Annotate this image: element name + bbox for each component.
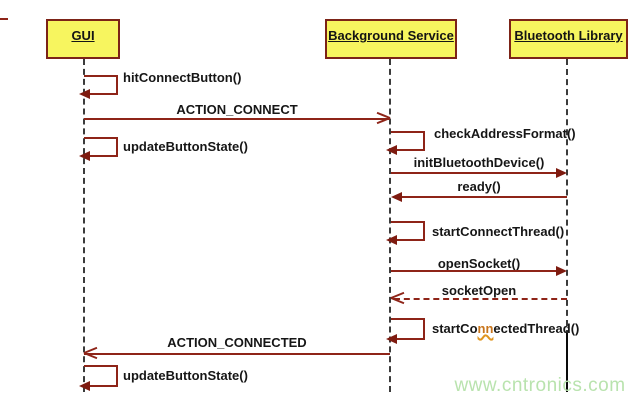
message-label-start-connected-thread: startConnectedThread() [432,321,579,336]
message-label-open-socket: openSocket() [437,256,521,271]
self-message-loop-check-address-format [391,131,425,151]
message-label-update-button-state-1: updateButtonState() [123,139,248,154]
message-line-open-socket [391,270,558,272]
arrowhead-filled-left-icon [386,145,397,155]
actor-box-bluetooth-library: Bluetooth Library [509,19,628,59]
message-label-init-bluetooth-device: initBluetoothDevice() [413,155,545,170]
message-label-action-connected: ACTION_CONNECTED [167,335,307,350]
message-label-socket-open: socketOpen [441,283,517,298]
arrowhead-filled-left-icon [391,192,402,202]
message-line-action-connected [84,353,390,355]
self-message-loop-start-connected-thread [391,318,425,340]
watermark: www.cntronics.com [454,375,626,396]
actor-label-background-service: Background Service [328,28,454,43]
message-label-ready: ready() [457,179,501,194]
edge-artifact-line [0,18,8,20]
message-label-hit-connect-button: hitConnectButton() [123,70,242,85]
actor-label-gui: GUI [71,28,95,43]
arrowhead-filled-left-icon [386,235,397,245]
arrowhead-filled-right-icon [556,168,567,178]
lifeline-bluetooth-library-solid-segment [566,333,568,392]
actor-box-background-service: Background Service [325,19,457,59]
lifeline-bluetooth-library [566,59,568,336]
lifeline-gui [83,59,85,392]
spellcheck-squiggle: nn [477,321,494,336]
actor-box-gui: GUI [46,19,120,59]
arrowhead-filled-left-icon [79,89,90,99]
message-line-init-bluetooth-device [391,172,558,174]
message-label-start-connect-thread: startConnectThread() [432,224,565,239]
arrowhead-filled-left-icon [386,334,397,344]
message-label-action-connect: ACTION_CONNECT [176,102,298,117]
self-message-loop-update-button-state-1 [84,137,118,157]
self-message-loop-start-connect-thread [391,221,425,241]
message-label-update-button-state-2: updateButtonState() [123,368,248,383]
message-line-action-connect [84,118,390,120]
self-message-loop-update-button-state-2 [84,365,118,387]
lifeline-background-service [389,59,391,392]
label-prefix: startCo [432,321,478,336]
arrowhead-filled-left-icon [79,381,90,391]
arrowhead-filled-right-icon [556,266,567,276]
message-line-socket-open-dashed [394,298,567,300]
actor-label-bluetooth-library: Bluetooth Library [514,28,623,43]
arrowhead-filled-left-icon [79,151,90,161]
label-suffix: ectedThread() [493,321,580,336]
message-label-check-address-format: checkAddressFormat() [434,126,576,141]
message-line-ready [400,196,567,198]
self-message-loop-hit-connect [84,75,118,95]
